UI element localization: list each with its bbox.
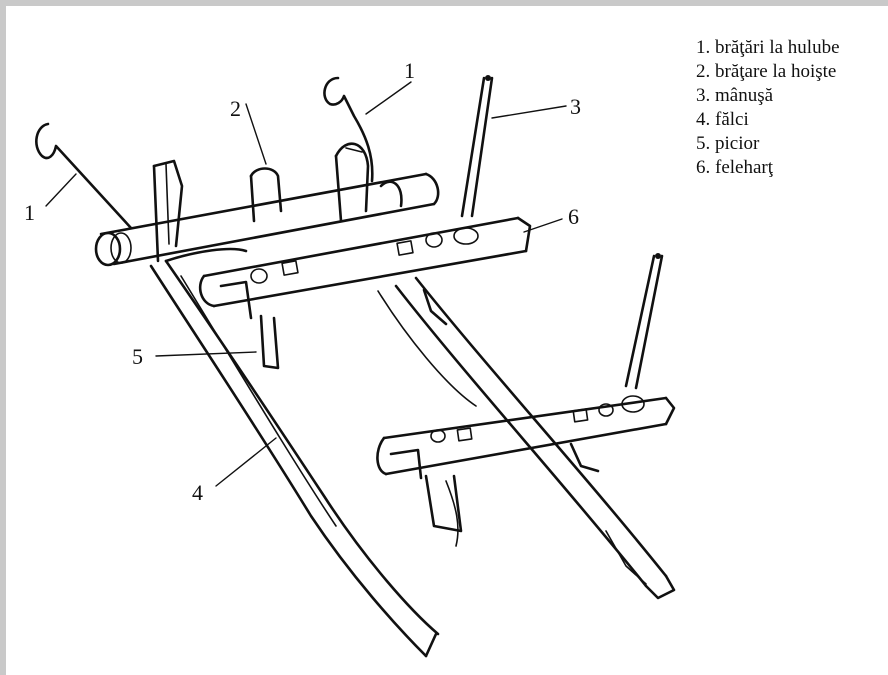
upper-felehart bbox=[198, 216, 532, 320]
figure-frame: 1 2 1 3 6 5 4 1. brăţări la hulube 2. br… bbox=[6, 6, 888, 675]
middle-bracelet bbox=[249, 167, 283, 223]
leader-lines bbox=[45, 81, 567, 487]
lower-supports bbox=[424, 442, 600, 547]
callout-4: 4 bbox=[192, 480, 203, 505]
right-runner bbox=[394, 276, 676, 600]
callout-1-left: 1 bbox=[24, 200, 35, 225]
upper-supports bbox=[259, 288, 477, 407]
left-runner bbox=[149, 247, 440, 658]
legend-item-6: 6. feleharţ bbox=[696, 157, 774, 178]
callout-3: 3 bbox=[570, 94, 581, 119]
legend-item-4: 4. fălci bbox=[696, 109, 749, 130]
sled-frame-drawing: 1 2 1 3 6 5 4 bbox=[24, 58, 676, 658]
legend-item-2: 2. brăţare la hoişte bbox=[696, 61, 837, 82]
legend-item-3: 3. mânuşă bbox=[696, 85, 774, 106]
lower-felehart bbox=[376, 395, 676, 480]
legend-item-5: 5. picior bbox=[696, 133, 760, 154]
callout-1-top: 1 bbox=[404, 58, 415, 83]
callout-5: 5 bbox=[132, 344, 143, 369]
legend: 1. brăţări la hulube 2. brăţare la hoişt… bbox=[696, 36, 886, 180]
callout-6: 6 bbox=[568, 204, 579, 229]
front-stanchion bbox=[624, 253, 664, 390]
front-crossbar bbox=[94, 172, 440, 267]
front-left-upright bbox=[152, 159, 184, 263]
callout-2: 2 bbox=[230, 96, 241, 121]
legend-item-1: 1. brăţări la hulube bbox=[696, 37, 840, 58]
left-hook bbox=[35, 122, 133, 230]
rear-stanchion bbox=[460, 75, 494, 218]
right-bracelet bbox=[334, 142, 403, 223]
top-hook bbox=[323, 76, 374, 183]
